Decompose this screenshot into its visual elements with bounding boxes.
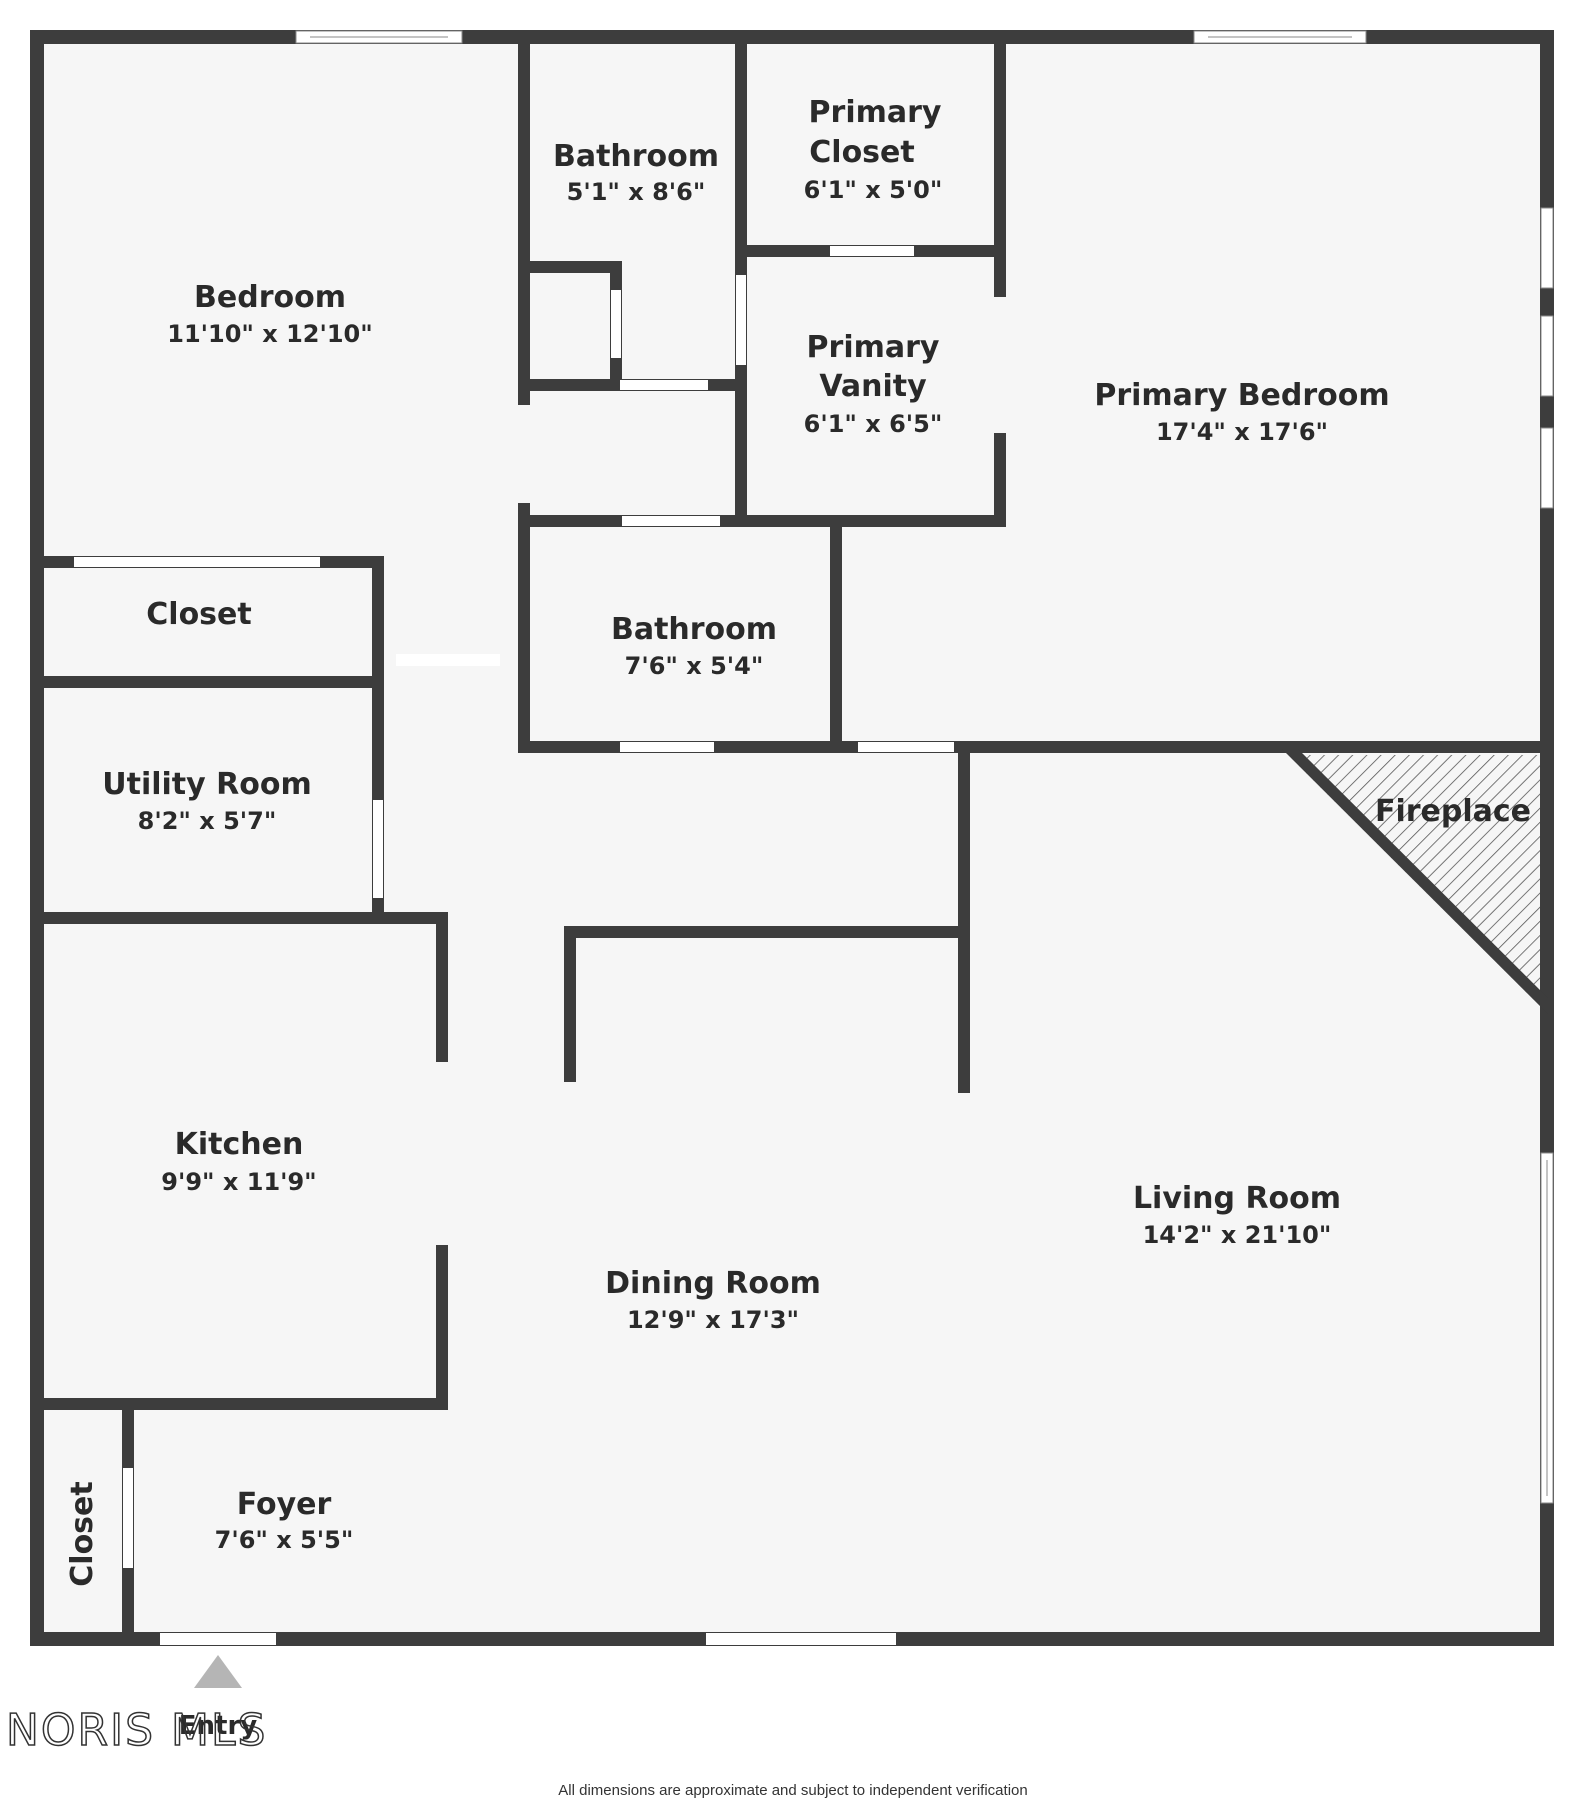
entry-label: Entry	[179, 1711, 258, 1741]
dining-room-dims: 12'9" x 17'3"	[627, 1306, 799, 1334]
primary-vanity-dims: 6'1" x 6'5"	[804, 410, 943, 438]
window-primary-east-2	[1541, 316, 1553, 396]
bathroom-lower-name: Bathroom	[611, 612, 777, 647]
primary-closet-name-1: Primary	[809, 95, 942, 130]
bedroom-name: Bedroom	[194, 280, 346, 315]
door-closet-left	[74, 557, 320, 567]
bathroom-upper-name: Bathroom	[553, 139, 719, 174]
door-entry	[160, 1633, 276, 1645]
kitchen-name: Kitchen	[175, 1127, 304, 1162]
living-room-dims: 14'2" x 21'10"	[1143, 1221, 1332, 1249]
door-primary-closet	[830, 246, 914, 256]
window-frames	[295, 30, 1554, 1504]
living-room-name: Living Room	[1133, 1181, 1341, 1216]
door-bath-upper	[620, 380, 708, 390]
door-dining-south	[706, 1633, 896, 1645]
primary-closet-dims: 6'1" x 5'0"	[804, 176, 943, 204]
primary-bedroom-dims: 17'4" x 17'6"	[1156, 418, 1328, 446]
primary-closet-name-2: Closet	[809, 135, 914, 170]
door-bath-lower-bottom	[620, 742, 714, 752]
door-bath-lower-side	[396, 654, 500, 666]
utility-room-dims: 8'2" x 5'7"	[138, 807, 277, 835]
utility-room-name: Utility Room	[102, 767, 311, 802]
watermark-logo: NORIS MLS	[6, 1705, 267, 1756]
closet-foyer-name: Closet	[65, 1481, 100, 1586]
window-primary-east-1	[1541, 208, 1553, 288]
foyer-dims: 7'6" x 5'5"	[215, 1526, 354, 1554]
entry-arrow-icon	[194, 1655, 242, 1688]
kitchen-dims: 9'9" x 11'9"	[161, 1168, 316, 1196]
door-primary-vanity	[736, 275, 746, 365]
bathroom-upper-dims: 5'1" x 8'6"	[567, 178, 706, 206]
door-primary-bedroom	[858, 742, 954, 752]
door-bath-upper-inner	[611, 290, 621, 358]
foyer-name: Foyer	[237, 1487, 332, 1522]
bathroom-lower-dims: 7'6" x 5'4"	[625, 652, 764, 680]
window-primary-east-3	[1541, 428, 1553, 508]
floor-area	[36, 37, 1547, 1639]
bedroom-dims: 11'10" x 12'10"	[167, 320, 373, 348]
dining-room-name: Dining Room	[605, 1266, 821, 1301]
door-bath-lower-top	[622, 516, 720, 526]
disclaimer-text: All dimensions are approximate and subje…	[558, 1782, 1028, 1799]
primary-bedroom-name: Primary Bedroom	[1094, 378, 1389, 413]
fireplace-name: Fireplace	[1375, 794, 1531, 829]
closet-left-name: Closet	[146, 597, 251, 632]
primary-vanity-name-1: Primary	[807, 330, 940, 365]
door-foyer-closet	[123, 1468, 133, 1568]
door-utility	[373, 800, 383, 898]
primary-vanity-name-2: Vanity	[819, 369, 927, 404]
